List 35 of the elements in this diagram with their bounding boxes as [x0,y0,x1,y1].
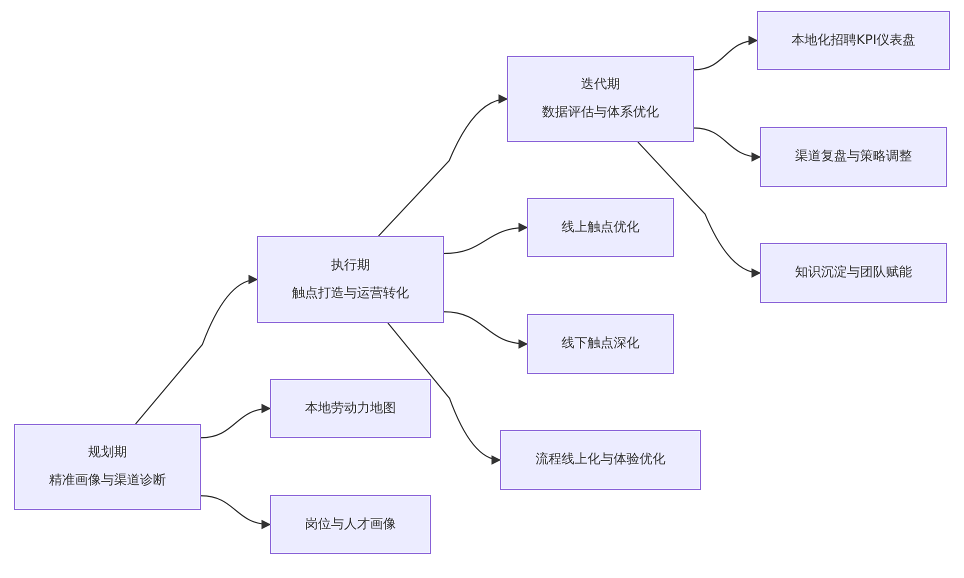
arrow [694,127,761,162]
node-label: 本地化招聘KPI仪表盘 [791,32,916,48]
arrow [200,495,271,529]
process-box [760,127,947,187]
arrow [200,404,271,438]
node-label: 触点打造与运营转化 [292,286,409,302]
node-label: 渠道复盘与策略调整 [795,149,912,165]
process-box [527,198,674,257]
process-box [270,495,431,554]
process-box [14,424,201,510]
node-label: 数据评估与体系优化 [542,105,659,121]
arrow [637,142,761,278]
node-label: 线下触点深化 [562,336,640,352]
node-label: 知识沉淀与团队赋能 [795,265,912,281]
node-label: 岗位与人才画像 [305,516,396,532]
node-label: 精准画像与渠道诊断 [49,473,166,489]
arrow [135,276,258,424]
process-box [257,236,444,323]
process-box [757,11,950,70]
phase-title: 执行期 [331,258,370,274]
process-box [270,379,431,438]
process-box [527,314,674,374]
arrow [694,36,758,70]
process-box [760,243,947,303]
node-label: 本地劳动力地图 [305,400,396,416]
phase-title: 规划期 [88,445,127,461]
node-label: 线上触点优化 [562,220,640,236]
process-box [500,430,701,490]
arrow [378,94,508,236]
node-label: 流程线上化与体验优化 [536,452,666,468]
arrow [387,322,501,464]
phase-title: 迭代期 [581,77,620,93]
arrow [444,223,528,254]
process-box [507,56,694,142]
arrow [444,311,528,348]
